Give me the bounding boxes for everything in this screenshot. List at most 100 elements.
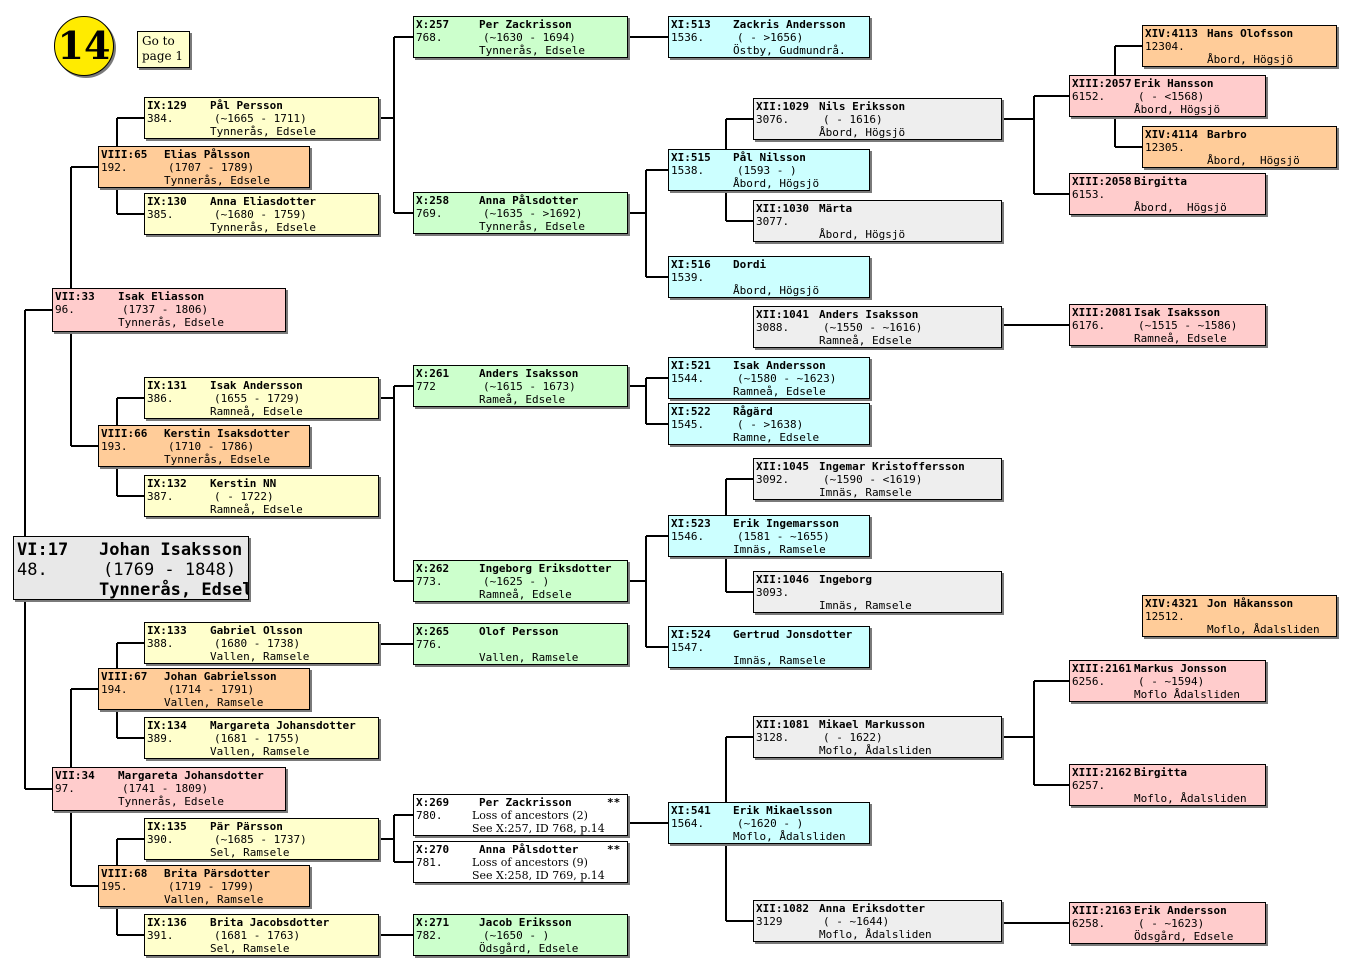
ancestor-id: 389. [147, 732, 174, 745]
generation-ref: XII:1041 [756, 308, 809, 321]
life-dates: (1707 - 1789) [168, 161, 255, 174]
generation-ref: XI:541 [671, 804, 711, 817]
ancestor-id: 386. [147, 392, 174, 405]
ancestor-id: 6257. [1072, 779, 1106, 792]
person-name: Margareta Johansdotter [210, 719, 356, 732]
place-name: Rameå, Edsele [479, 393, 566, 406]
generation-ref: VIII:66 [101, 427, 148, 440]
generation-ref: XIII:2163 [1072, 904, 1132, 917]
person-name: Pål Persson [210, 99, 283, 112]
person-name: Gabriel Olsson [210, 624, 303, 637]
life-dates: (1714 - 1791) [168, 683, 255, 696]
place-name: Östby, Gudmundrå. [733, 44, 846, 57]
person-name: Ingeborg Eriksdotter [479, 562, 612, 575]
life-dates: (1593 - ) [737, 164, 797, 177]
generation-ref: IX:133 [147, 624, 187, 637]
place-name: Vallen, Ramsele [164, 893, 264, 906]
ancestor-id: 6176. [1072, 319, 1106, 332]
person-name: Anna Eriksdotter [819, 902, 925, 915]
person-name: Birgitta [1134, 766, 1187, 779]
place-name: Vallen, Ramsele [164, 696, 264, 709]
person-name: Jon Håkansson [1207, 597, 1294, 610]
place-name: Ramneå, Edsele [210, 503, 303, 516]
place-name: Ödsgård, Edsele [479, 942, 579, 955]
loss-note: Loss of ancestors (2) [472, 809, 588, 822]
life-dates: ( - 1622) [823, 731, 883, 744]
place-name: Åbord, Högsjö [1134, 201, 1227, 214]
life-dates: (1741 - 1809) [122, 782, 209, 795]
life-dates: (~1620 - ) [737, 817, 804, 830]
generation-ref: XI:522 [671, 405, 711, 418]
place-name: Tynnerås, Edsele [164, 453, 270, 466]
generation-ref: XIII:2161 [1072, 662, 1132, 675]
place-name: Ramneå, Edsele [819, 334, 912, 347]
ancestor-id: 12512. [1145, 610, 1185, 623]
generation-ref: XII:1029 [756, 100, 809, 113]
person-name: Pär Pärsson [210, 820, 283, 833]
life-dates: (~1680 - 1759) [214, 208, 307, 221]
life-dates: (~1615 - 1673) [483, 380, 576, 393]
ancestor-id: 781. [416, 856, 443, 869]
person-name: Isak Isaksson [1134, 306, 1221, 319]
life-dates: ( - >1638) [737, 418, 804, 431]
life-dates: (1681 - 1755) [214, 732, 301, 745]
go-to-page-1-link[interactable]: Go to page 1 [137, 31, 190, 68]
person-name: Gertrud Jonsdotter [733, 628, 853, 641]
life-dates: (1769 - 1848) [103, 560, 237, 580]
ancestor-id: 194. [101, 683, 128, 696]
person-name: Isak Andersson [210, 379, 303, 392]
generation-ref: X:270 [416, 843, 450, 856]
loss-note: Loss of ancestors (9) [472, 856, 588, 869]
ancestor-id: 384. [147, 112, 174, 125]
place-name: Tynnerås, Edsele [479, 220, 585, 233]
person-name: Ingemar Kristoffersson [819, 460, 965, 473]
